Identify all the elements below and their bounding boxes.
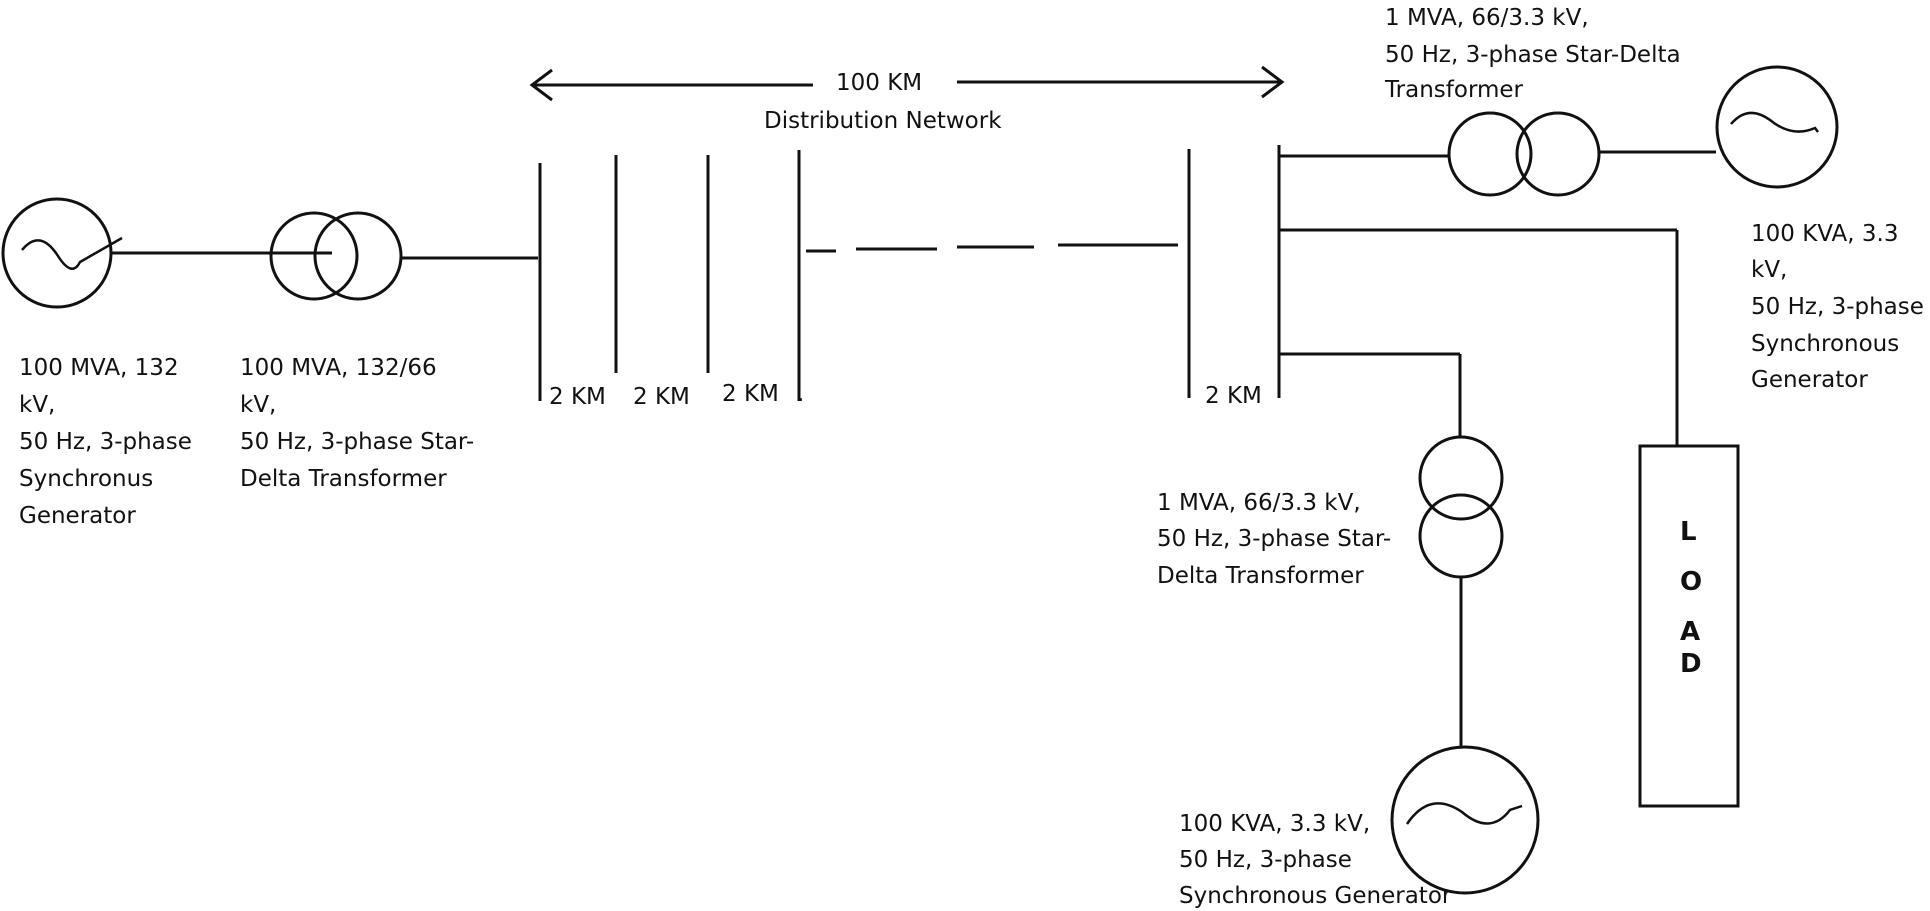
load-letter: O bbox=[1680, 567, 1702, 597]
top-transformer-winding-secondary bbox=[1515, 111, 1601, 197]
bottom-generator-label-line: Synchronous Generator bbox=[1179, 883, 1452, 909]
top-generator-label-line: kV, bbox=[1751, 257, 1787, 283]
segment-length-label: 2 KM bbox=[1205, 383, 1262, 409]
top-transformer bbox=[1447, 111, 1601, 197]
load-letter: D bbox=[1680, 649, 1702, 679]
main-generator-label-line: 100 MVA, 132 bbox=[19, 355, 179, 381]
distance-arrow-left-head-icon bbox=[529, 68, 553, 102]
distance-arrow bbox=[529, 65, 1285, 102]
distance-caption: Distribution Network bbox=[764, 108, 1002, 134]
top-transformer-winding-primary bbox=[1447, 111, 1533, 197]
main-transformer-winding-secondary bbox=[313, 211, 403, 301]
top-generator-label-line: 100 KVA, 3.3 bbox=[1751, 221, 1899, 247]
main-generator-sine-icon bbox=[21, 236, 123, 270]
main-transformer-label-line: Delta Transformer bbox=[240, 466, 447, 492]
bottom-transformer-winding-secondary bbox=[1418, 493, 1504, 579]
main-generator-label-line: Synchronus bbox=[19, 466, 153, 492]
bottom-generator-circle bbox=[1390, 745, 1540, 895]
main-transformer-label-line: 50 Hz, 3-phase Star- bbox=[240, 429, 474, 455]
bottom-transformer-label-line: 50 Hz, 3-phase Star- bbox=[1157, 526, 1391, 552]
distance-label: 100 KM bbox=[836, 70, 922, 96]
top-transformer-label-line: Transformer bbox=[1384, 77, 1524, 103]
bottom-generator-sine-icon bbox=[1405, 802, 1523, 825]
top-generator-circle bbox=[1715, 65, 1839, 189]
top-generator-label-line: 50 Hz, 3-phase bbox=[1751, 294, 1924, 320]
main-transformer bbox=[269, 211, 403, 301]
bottom-transformer-winding-primary bbox=[1418, 435, 1504, 521]
segment-length-label: 2 KM bbox=[722, 381, 779, 407]
bottom-generator-label: 100 KVA, 3.3 kV, 50 Hz, 3-phase Synchron… bbox=[1179, 811, 1452, 909]
segment-length-label: 2 KM bbox=[549, 384, 606, 410]
top-transformer-label: 1 MVA, 66/3.3 kV, 50 Hz, 3-phase Star-De… bbox=[1384, 5, 1688, 103]
bottom-transformer-label: 1 MVA, 66/3.3 kV, 50 Hz, 3-phase Star- D… bbox=[1157, 490, 1399, 589]
load-letter: L bbox=[1680, 517, 1697, 547]
main-transformer-label-line: 100 MVA, 132/66 bbox=[240, 355, 437, 381]
top-generator bbox=[1715, 65, 1839, 189]
top-generator-label-line: Generator bbox=[1751, 367, 1868, 393]
bottom-generator-label-line: 50 Hz, 3-phase bbox=[1179, 847, 1352, 873]
segment-length-label: 2 KM bbox=[633, 384, 690, 410]
load-box bbox=[1638, 444, 1740, 808]
dashed-continuation bbox=[806, 243, 1178, 253]
main-transformer-label: 100 MVA, 132/66 kV, 50 Hz, 3-phase Star-… bbox=[240, 355, 482, 492]
main-generator-label-line: 50 Hz, 3-phase bbox=[19, 429, 192, 455]
main-transformer-winding-primary bbox=[269, 211, 359, 301]
segment-dot-label: . bbox=[797, 381, 804, 407]
main-generator-label: 100 MVA, 132 kV, 50 Hz, 3-phase Synchron… bbox=[19, 355, 199, 529]
bottom-generator-label-line: 100 KVA, 3.3 kV, bbox=[1179, 811, 1370, 837]
top-generator-label-line: Synchronous bbox=[1751, 331, 1899, 357]
main-generator bbox=[1, 197, 123, 309]
bottom-transformer bbox=[1418, 435, 1504, 579]
top-generator-sine-icon bbox=[1730, 111, 1819, 133]
top-transformer-label-line: 1 MVA, 66/3.3 kV, bbox=[1385, 5, 1589, 31]
bottom-generator bbox=[1390, 745, 1540, 895]
top-transformer-label-line: 50 Hz, 3-phase Star-Delta bbox=[1385, 42, 1681, 68]
top-generator-label: 100 KVA, 3.3 kV, 50 Hz, 3-phase Synchron… bbox=[1751, 221, 1930, 393]
bottom-transformer-label-line: Delta Transformer bbox=[1157, 563, 1364, 589]
line-segments bbox=[538, 150, 801, 401]
distance-arrow-right-head-icon bbox=[1261, 65, 1285, 99]
main-generator-label-line: kV, bbox=[19, 392, 55, 418]
main-transformer-label-line: kV, bbox=[240, 392, 276, 418]
bottom-transformer-label-line: 1 MVA, 66/3.3 kV, bbox=[1157, 490, 1361, 516]
main-generator-label-line: Generator bbox=[19, 503, 136, 529]
load-letter: A bbox=[1680, 617, 1700, 647]
